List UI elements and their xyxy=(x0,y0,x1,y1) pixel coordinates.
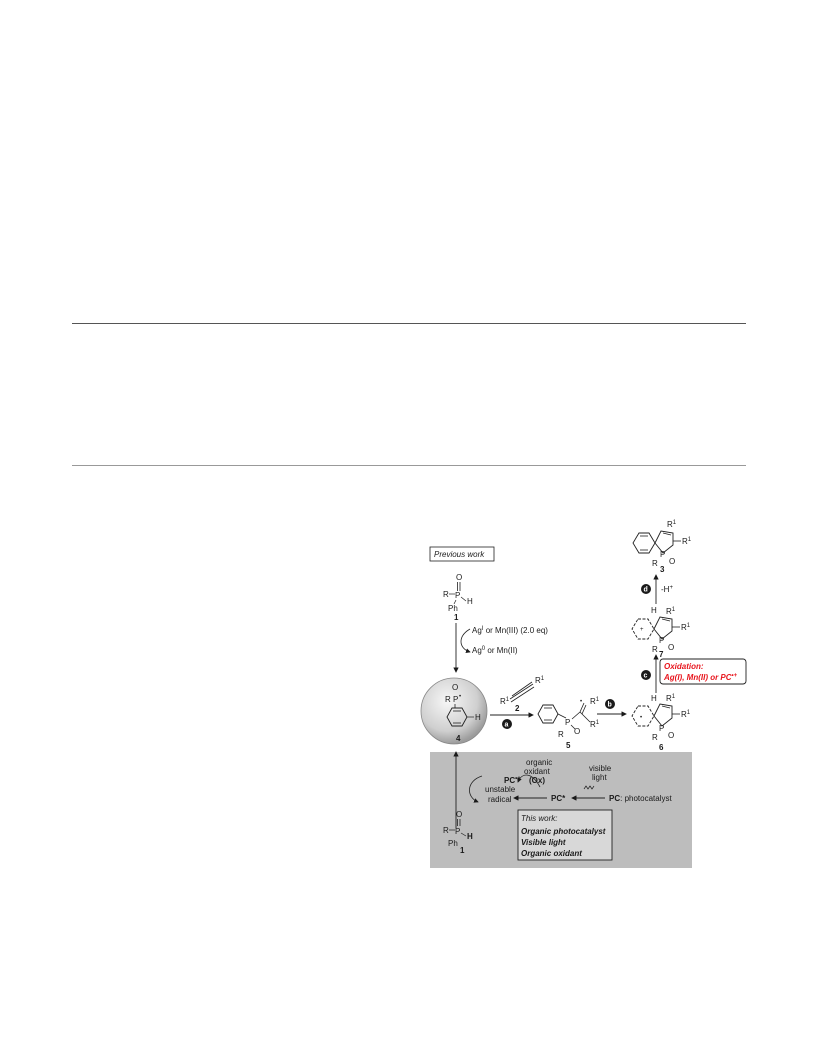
svg-text:a: a xyxy=(505,722,509,729)
compound-7: + H R1 R1 P R O 7 xyxy=(631,606,691,659)
unstable-label-1: unstable xyxy=(485,785,516,794)
svg-text:•: • xyxy=(640,715,642,721)
compound-6-label: 6 xyxy=(659,743,664,752)
compound-3-label: 3 xyxy=(660,565,665,574)
compound-2-label: 2 xyxy=(515,704,520,713)
svg-text:c: c xyxy=(644,673,648,680)
pc-excited: PC* xyxy=(551,794,566,803)
compound-2-alkyne: R1 R1 2 xyxy=(500,676,545,713)
step-a-badge: a xyxy=(502,719,512,729)
curved-arrow-oxidant xyxy=(460,628,471,654)
svg-text:P: P xyxy=(453,695,458,704)
svg-text:R1: R1 xyxy=(666,694,676,703)
step-b-badge: b xyxy=(605,699,615,709)
svg-text:Ph: Ph xyxy=(448,604,458,613)
compound-5: P R O • R1 R1 5 xyxy=(537,697,600,750)
header-rule-bottom xyxy=(72,465,746,466)
compound-4-label: 4 xyxy=(456,734,461,743)
svg-text:R1: R1 xyxy=(535,676,545,685)
svg-text:O: O xyxy=(574,727,580,736)
reagent-top: AgI or Mn(III) (2.0 eq) xyxy=(472,626,548,635)
svg-text:R: R xyxy=(443,590,449,599)
previous-work-box: Previous work xyxy=(429,546,495,562)
svg-text:P: P xyxy=(565,718,570,727)
svg-text:R1: R1 xyxy=(667,520,677,529)
curved-arrow-unstable xyxy=(469,775,483,803)
svg-text:R: R xyxy=(652,559,658,568)
svg-text:R1: R1 xyxy=(681,710,691,719)
svg-text:O: O xyxy=(668,643,674,652)
svg-text:P: P xyxy=(455,591,460,600)
svg-text:O: O xyxy=(456,810,462,819)
svg-text:P: P xyxy=(659,724,664,733)
svg-text:H: H xyxy=(651,694,657,703)
svg-text:P: P xyxy=(659,636,664,645)
unstable-label-2: radical xyxy=(488,795,512,804)
organic-oxidant-1: organic xyxy=(526,758,552,767)
compound-1b-label: 1 xyxy=(460,846,465,855)
svg-text:P: P xyxy=(660,550,665,559)
svg-text:R1: R1 xyxy=(681,623,691,632)
svg-text:•: • xyxy=(459,694,461,700)
light-wave-icon xyxy=(583,785,595,790)
svg-text:+: + xyxy=(640,627,644,633)
this-work-item-1: Organic photocatalyst xyxy=(521,827,606,836)
this-work-item-2: Visible light xyxy=(521,838,566,847)
previous-work-label: Previous work xyxy=(434,550,485,559)
svg-text:Ph: Ph xyxy=(448,839,458,848)
compound-1-label: 1 xyxy=(454,613,459,622)
visible-light-1: visible xyxy=(589,764,612,773)
svg-text:R1: R1 xyxy=(590,720,600,729)
svg-text:R: R xyxy=(652,733,658,742)
svg-text:H: H xyxy=(475,713,481,722)
svg-text:R: R xyxy=(652,645,658,654)
svg-text:R: R xyxy=(558,730,564,739)
deprotonation-label: -H+ xyxy=(661,585,673,594)
svg-text:R1: R1 xyxy=(682,537,692,546)
svg-text:H: H xyxy=(651,606,657,615)
compound-6: • H R1 R1 P R O 6 xyxy=(631,694,691,752)
pc-legend: PC: photocatalyst xyxy=(609,794,672,803)
svg-text:b: b xyxy=(608,702,612,709)
header-rule-top xyxy=(72,323,746,324)
organic-oxidant-2: oxidant xyxy=(524,767,551,776)
svg-text:R1: R1 xyxy=(590,697,600,706)
svg-text:R1: R1 xyxy=(666,607,676,616)
svg-text:R: R xyxy=(445,695,451,704)
curved-arrow-ox xyxy=(517,774,541,788)
svg-text:R: R xyxy=(443,826,449,835)
reagent-bottom: Ag0 or Mn(II) xyxy=(472,646,518,655)
organic-oxidant-3: (Ox) xyxy=(529,776,545,785)
svg-text:O: O xyxy=(669,557,675,566)
oxidation-box: Oxidation: Ag(I), Mn(II) or PC•+ xyxy=(659,658,747,685)
svg-text:R1: R1 xyxy=(500,697,510,706)
compound-1-bottom: O P R H Ph 1 xyxy=(443,810,473,855)
svg-text:O: O xyxy=(456,573,462,582)
this-work-box: This work: Organic photocatalyst Visible… xyxy=(517,809,613,861)
svg-text:O: O xyxy=(452,683,458,692)
compound-4-sphere: O R P • H 4 xyxy=(420,677,488,745)
svg-text:O: O xyxy=(668,731,674,740)
svg-text:d: d xyxy=(644,587,648,594)
this-work-item-3: Organic oxidant xyxy=(521,849,582,858)
svg-text:P: P xyxy=(455,827,460,836)
svg-text:Ag(I), Mn(II) or PC•+: Ag(I), Mn(II) or PC•+ xyxy=(663,673,738,682)
visible-light-2: light xyxy=(592,773,607,782)
svg-text:H: H xyxy=(467,597,473,606)
compound-5-label: 5 xyxy=(566,741,571,750)
svg-text:•: • xyxy=(580,699,582,705)
step-d-badge: d xyxy=(641,584,651,594)
compound-7-label: 7 xyxy=(659,650,664,659)
this-work-title: This work: xyxy=(521,814,557,823)
svg-text:H: H xyxy=(467,832,473,841)
compound-1-top: O P R H Ph 1 xyxy=(443,573,473,622)
svg-text:Oxidation:: Oxidation: xyxy=(664,662,704,671)
compound-3: R1 R1 P R O 3 xyxy=(632,520,692,574)
step-c-badge: c xyxy=(641,670,651,680)
